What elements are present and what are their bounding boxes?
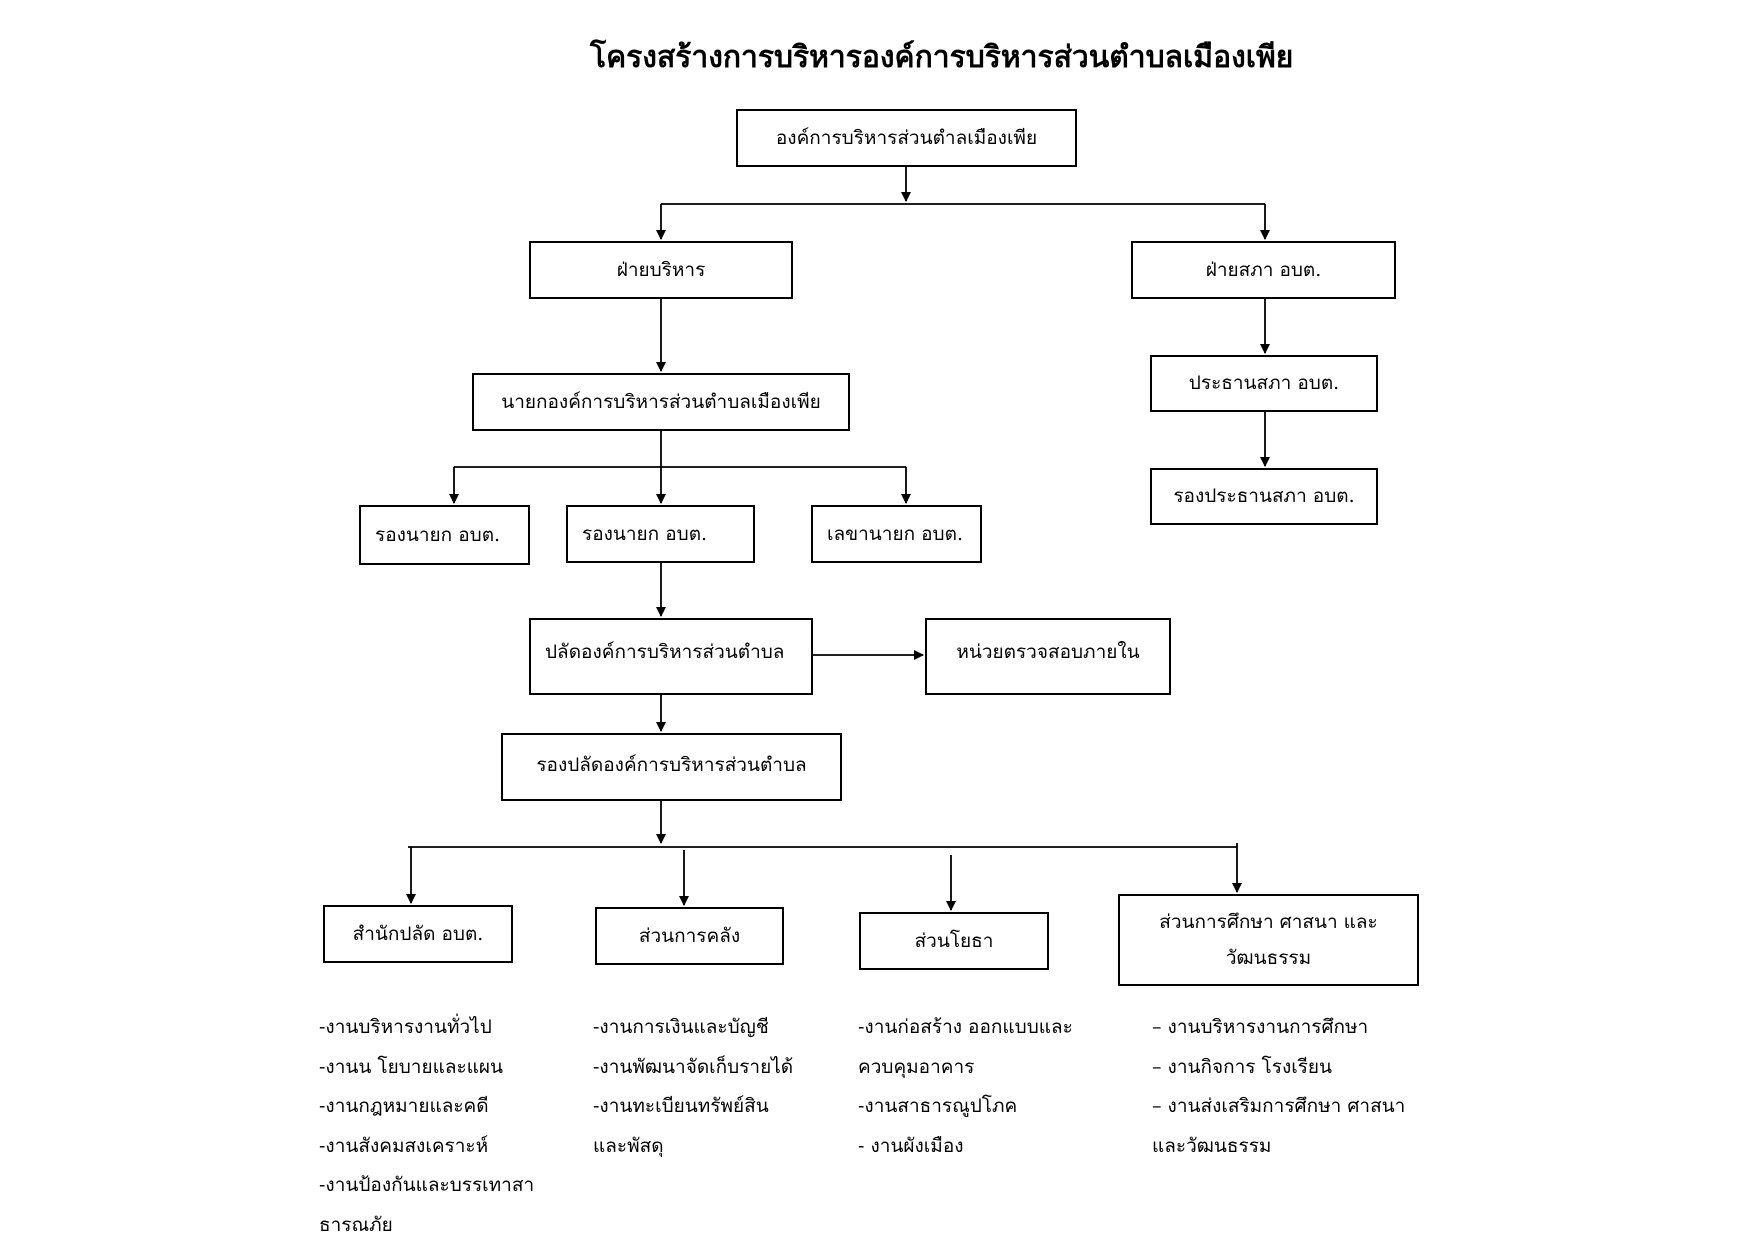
deputy-chief-admin-label: รองปลัดองค์การบริหารส่วนตำบล	[536, 747, 806, 783]
mayor-label: นายกองค์การบริหารส่วนตำบลเมืองเพีย	[501, 384, 821, 420]
deputy-mayor-2-box: รองนายก อบต.	[566, 505, 755, 563]
office-chief-box: สำนักปลัด อบต.	[323, 905, 513, 963]
education-duties: – งานบริหารงานการศึกษา– งานกิจการ โรงเรี…	[1152, 1008, 1405, 1166]
duty-item: -งานน โยบายและแผน	[319, 1048, 534, 1088]
finance-division-box: ส่วนการคลัง	[595, 907, 784, 965]
internal-audit-label: หน่วยตรวจสอบภายใน	[956, 634, 1139, 670]
council-vice-chair-label: รองประธานสภา อบต.	[1173, 478, 1354, 514]
chief-admin-label: ปลัดองค์การบริหารส่วนตำบล	[545, 634, 784, 670]
root-org-box: องค์การบริหารส่วนตำลเมืองเพีย	[736, 109, 1077, 167]
duty-item: และวัฒนธรรม	[1152, 1127, 1405, 1167]
council-chair-box: ประธานสภา อบต.	[1150, 355, 1378, 412]
deputy-mayor-1-label: รองนายก อบต.	[375, 517, 500, 553]
root-org-label: องค์การบริหารส่วนตำลเมืองเพีย	[776, 120, 1037, 156]
duty-item: -งานพัฒนาจัดเก็บรายได้	[593, 1048, 793, 1088]
mayor-secretary-box: เลขานายก อบต.	[811, 505, 982, 563]
finance-division-label: ส่วนการคลัง	[639, 918, 740, 954]
public-works-division-box: ส่วนโยธา	[859, 912, 1049, 970]
executive-branch-label: ฝ่ายบริหาร	[617, 252, 706, 288]
duty-item: -งานก่อสร้าง ออกแบบและ	[858, 1008, 1073, 1048]
duty-item: – งานกิจการ โรงเรียน	[1152, 1048, 1405, 1088]
deputy-mayor-2-label: รองนายก อบต.	[582, 516, 707, 552]
office-chief-duties: -งานบริหารงานทั่วไป-งานน โยบายและแผน-งาน…	[319, 1008, 534, 1245]
council-branch-label: ฝ่ายสภา อบต.	[1206, 252, 1322, 288]
public-works-division-label: ส่วนโยธา	[915, 923, 994, 959]
deputy-chief-admin-box: รองปลัดองค์การบริหารส่วนตำบล	[501, 733, 842, 801]
mayor-box: นายกองค์การบริหารส่วนตำบลเมืองเพีย	[472, 373, 850, 431]
duty-item: -งานการเงินและบัญชี	[593, 1008, 793, 1048]
duty-item: - งานผังเมือง	[858, 1127, 1073, 1167]
council-branch-box: ฝ่ายสภา อบต.	[1131, 241, 1396, 299]
chief-admin-box: ปลัดองค์การบริหารส่วนตำบล	[529, 618, 813, 695]
duty-item: ควบคุมอาคาร	[858, 1048, 1073, 1088]
public-works-duties: -งานก่อสร้าง ออกแบบและควบคุมอาคาร-งานสาธ…	[858, 1008, 1073, 1166]
duty-item: -งานทะเบียนทรัพย์สิน	[593, 1087, 793, 1127]
duty-item: -งานป้องกันและบรรเทาสา	[319, 1166, 534, 1206]
internal-audit-box: หน่วยตรวจสอบภายใน	[925, 618, 1171, 695]
education-division-label: ส่วนการศึกษา ศาสนา และ วัฒนธรรม	[1159, 904, 1378, 976]
duty-item: ธารณภัย	[319, 1206, 534, 1245]
education-division-box: ส่วนการศึกษา ศาสนา และ วัฒนธรรม	[1118, 894, 1419, 986]
finance-duties: -งานการเงินและบัญชี-งานพัฒนาจัดเก็บรายได…	[593, 1008, 793, 1166]
executive-branch-box: ฝ่ายบริหาร	[529, 241, 793, 299]
mayor-secretary-label: เลขานายก อบต.	[827, 516, 963, 552]
office-chief-label: สำนักปลัด อบต.	[353, 916, 484, 952]
duty-item: – งานบริหารงานการศึกษา	[1152, 1008, 1405, 1048]
duty-item: -งานสังคมสงเคราะห์	[319, 1127, 534, 1167]
duty-item: -งานกฎหมายและคดี	[319, 1087, 534, 1127]
duty-item: -งานสาธารณูปโภค	[858, 1087, 1073, 1127]
deputy-mayor-1-box: รองนายก อบต.	[359, 505, 530, 565]
council-vice-chair-box: รองประธานสภา อบต.	[1150, 468, 1378, 525]
council-chair-label: ประธานสภา อบต.	[1189, 365, 1339, 401]
duty-item: และพัสดุ	[593, 1127, 793, 1167]
duty-item: -งานบริหารงานทั่วไป	[319, 1008, 534, 1048]
duty-item: – งานส่งเสริมการศึกษา ศาสนา	[1152, 1087, 1405, 1127]
